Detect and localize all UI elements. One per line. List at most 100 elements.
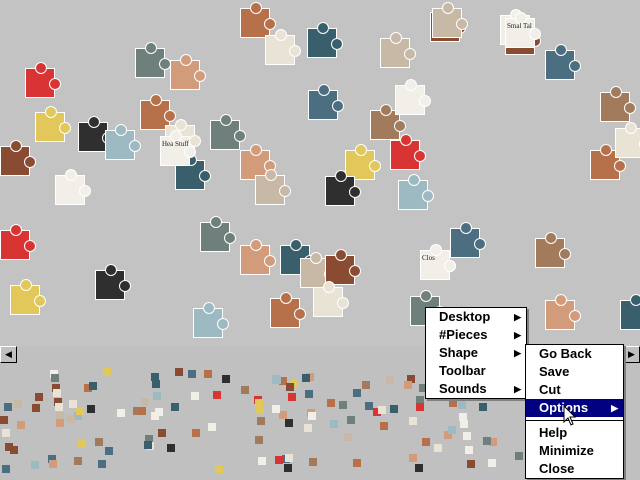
tray-piece[interactable] [213, 391, 221, 399]
tray-piece[interactable] [459, 413, 467, 421]
tray-piece[interactable] [309, 458, 317, 466]
tray-piece[interactable] [138, 407, 146, 415]
tray-piece[interactable] [5, 443, 13, 451]
tray-piece[interactable] [171, 403, 179, 411]
puzzle-piece-labeled[interactable]: Hea Stuff [160, 130, 196, 166]
tray-piece[interactable] [145, 435, 153, 443]
puzzle-piece[interactable] [105, 124, 141, 160]
puzzle-piece[interactable] [55, 169, 91, 205]
puzzle-piece[interactable] [600, 86, 636, 122]
tray-piece[interactable] [467, 460, 475, 468]
puzzle-piece[interactable] [313, 281, 349, 317]
tray-piece[interactable] [483, 437, 491, 445]
puzzle-piece[interactable] [255, 169, 291, 205]
tray-piece[interactable] [284, 464, 292, 472]
tray-piece[interactable] [0, 416, 8, 424]
tray-piece[interactable] [191, 392, 199, 400]
tray-piece[interactable] [84, 384, 92, 392]
tray-piece[interactable] [103, 368, 111, 376]
puzzle-piece[interactable] [270, 292, 306, 328]
tray-piece[interactable] [386, 376, 394, 384]
tray-piece[interactable] [95, 438, 103, 446]
tray-piece[interactable] [465, 446, 473, 454]
tray-piece[interactable] [2, 465, 10, 473]
puzzle-piece[interactable] [380, 32, 416, 68]
tray-piece[interactable] [151, 373, 159, 381]
tray-piece[interactable] [353, 389, 361, 397]
tray-piece[interactable] [4, 403, 12, 411]
menu-item-close[interactable]: Close [539, 461, 575, 476]
tray-piece[interactable] [167, 444, 175, 452]
tray-piece[interactable] [14, 400, 22, 408]
scroll-right-arrow-icon[interactable]: ▶ [623, 346, 640, 363]
tray-piece[interactable] [362, 381, 370, 389]
tray-piece[interactable] [52, 384, 60, 392]
scroll-left-arrow-icon[interactable]: ◀ [0, 346, 17, 363]
puzzle-piece[interactable] [175, 154, 211, 190]
puzzle-piece[interactable] [265, 29, 301, 65]
tray-piece[interactable] [308, 412, 316, 420]
tray-piece[interactable] [255, 436, 263, 444]
tray-piece[interactable] [188, 370, 196, 378]
puzzle-piece[interactable] [390, 134, 426, 170]
tray-piece[interactable] [10, 446, 18, 454]
tray-piece[interactable] [285, 419, 293, 427]
menu-item-sounds[interactable]: Sounds▶ [439, 381, 521, 396]
tray-piece[interactable] [488, 459, 496, 467]
tray-piece[interactable] [35, 393, 43, 401]
tray-piece[interactable] [304, 424, 312, 432]
tray-piece[interactable] [175, 368, 183, 376]
tray-piece[interactable] [255, 399, 263, 407]
tray-piece[interactable] [48, 455, 56, 463]
tray-piece[interactable] [327, 399, 335, 407]
tray-piece[interactable] [380, 422, 388, 430]
puzzle-piece[interactable] [210, 114, 246, 150]
tray-piece[interactable] [288, 393, 296, 401]
tray-piece[interactable] [416, 396, 424, 404]
tray-piece[interactable] [54, 398, 62, 406]
puzzle-piece-labeled[interactable]: Clos [420, 244, 456, 280]
puzzle-piece[interactable] [35, 106, 71, 142]
tray-piece[interactable] [151, 412, 159, 420]
tray-piece[interactable] [17, 421, 25, 429]
tray-piece[interactable] [365, 402, 373, 410]
tray-piece[interactable] [416, 403, 424, 411]
tray-piece[interactable] [353, 459, 361, 467]
tray-piece[interactable] [78, 440, 86, 448]
puzzle-piece[interactable] [535, 232, 571, 268]
tray-piece[interactable] [285, 454, 293, 462]
puzzle-piece[interactable] [307, 22, 343, 58]
tray-piece[interactable] [344, 433, 352, 441]
tray-piece[interactable] [153, 392, 161, 400]
tray-piece[interactable] [155, 408, 163, 416]
tray-piece[interactable] [302, 374, 310, 382]
tray-piece[interactable] [2, 429, 10, 437]
puzzle-piece[interactable] [545, 294, 581, 330]
tray-piece[interactable] [390, 405, 398, 413]
tray-piece[interactable] [258, 457, 266, 465]
puzzle-piece[interactable] [193, 302, 229, 338]
tray-piece[interactable] [347, 416, 355, 424]
menu-item-help[interactable]: Help [539, 425, 568, 440]
tray-piece[interactable] [87, 405, 95, 413]
puzzle-piece[interactable] [345, 144, 381, 180]
tray-piece[interactable] [415, 464, 423, 472]
tray-piece[interactable] [434, 444, 442, 452]
tray-piece[interactable] [407, 375, 415, 383]
tray-piece[interactable] [133, 407, 141, 415]
tray-piece[interactable] [105, 447, 113, 455]
tray-piece[interactable] [241, 386, 249, 394]
tray-piece[interactable] [67, 415, 75, 423]
menu-item-pieces[interactable]: #Pieces▶ [439, 327, 521, 342]
tray-piece[interactable] [31, 461, 39, 469]
tray-piece[interactable] [515, 452, 523, 460]
tray-piece[interactable] [74, 457, 82, 465]
tray-piece[interactable] [32, 404, 40, 412]
menu-item-go-back[interactable]: Go Back [539, 346, 592, 361]
puzzle-piece[interactable] [135, 42, 171, 78]
tray-piece[interactable] [272, 375, 280, 383]
tray-piece[interactable] [222, 375, 230, 383]
tray-piece[interactable] [279, 411, 287, 419]
tray-piece[interactable] [378, 406, 386, 414]
